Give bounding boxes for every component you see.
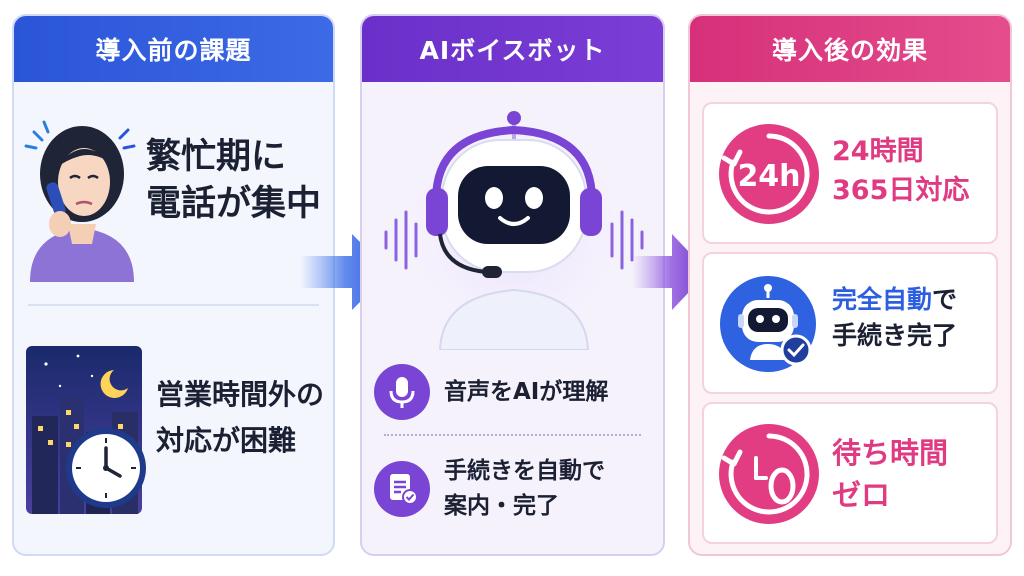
clock-24h-icon: 24h	[719, 124, 819, 224]
before-item1-line2: 電話が集中	[146, 184, 322, 225]
after-panel: 導入後の効果 24h 24時間 365日対応	[688, 14, 1012, 556]
feature-understand-text: 音声をAIが理解	[444, 378, 609, 405]
after-card3-line1: 待ち時間	[832, 436, 949, 470]
robot-headset-icon	[384, 106, 644, 350]
before-header: 導入前の課題	[14, 16, 333, 82]
after-card2-line2: 手続き完了	[832, 321, 958, 351]
voicebot-header: AIボイスボット	[362, 16, 663, 82]
before-panel: 導入前の課題 繁忙期に 電話が集中	[12, 14, 335, 556]
before-item2-line2: 対応が困難	[156, 424, 297, 458]
after-header: 導入後の効果	[690, 16, 1010, 82]
document-check-icon	[374, 460, 430, 517]
voicebot-panel: AIボイスボット	[360, 14, 665, 556]
night-city-clock-icon	[26, 346, 146, 514]
after-card-automation: 完全自動で 手続き完了	[702, 252, 998, 394]
feature-row-automate: 手続きを自動で 案内・完了	[374, 454, 651, 523]
before-item2-line1: 営業時間外の	[156, 378, 325, 411]
after-card2-highlight: 完全自動	[832, 285, 933, 314]
timer-zero-icon	[719, 424, 819, 524]
before-item1-line1: 繁忙期に	[146, 137, 287, 177]
feature-divider	[384, 434, 641, 436]
feature-automate-line2: 案内・完了	[444, 492, 559, 519]
after-card-zero-wait: 待ち時間 ゼロ	[702, 402, 998, 544]
feature-row-understand: 音声をAIが理解	[374, 364, 651, 420]
robot-check-icon	[720, 276, 816, 372]
microphone-icon	[374, 364, 430, 420]
after-card1-line2: 365日対応	[832, 175, 970, 207]
after-card2-line1-rest: で	[932, 285, 958, 314]
after-card3-line2: ゼロ	[832, 478, 891, 513]
before-divider	[28, 304, 319, 306]
after-card1-line1: 24時間	[832, 136, 924, 167]
feature-automate-line1: 手続きを自動で	[444, 458, 605, 484]
clock-24h-label: 24h	[737, 159, 800, 194]
phone-woman-icon	[24, 120, 136, 282]
after-card-24h: 24h 24時間 365日対応	[702, 102, 998, 244]
